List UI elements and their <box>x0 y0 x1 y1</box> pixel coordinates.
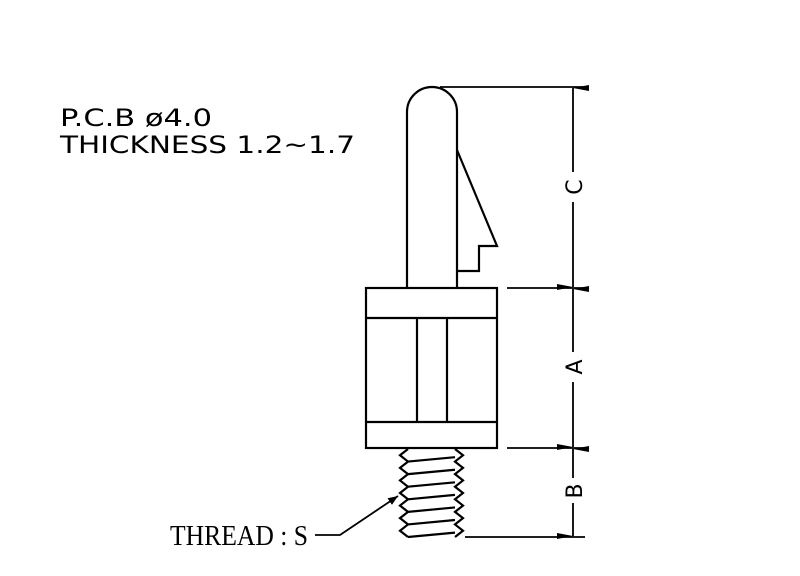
spacer-body <box>364 286 499 450</box>
pcb-hole-note: P.C.B ø4.0 <box>60 104 212 132</box>
dimension-b-label: B <box>563 483 588 498</box>
dimension-b: B <box>557 446 589 539</box>
dimension-a: A <box>557 286 589 450</box>
latch-barb <box>455 149 499 273</box>
dimension-a-label: A <box>563 359 588 374</box>
thread-leader-arrow <box>315 495 399 536</box>
pcb-thickness-note: THICKNESS 1.2~1.7 <box>59 131 355 159</box>
thread-callout: THREAD : S <box>170 521 308 552</box>
dimension-c-label: C <box>563 179 588 194</box>
threaded-stud <box>398 448 465 539</box>
snap-pin <box>405 85 459 288</box>
dimension-c: C <box>557 85 589 290</box>
